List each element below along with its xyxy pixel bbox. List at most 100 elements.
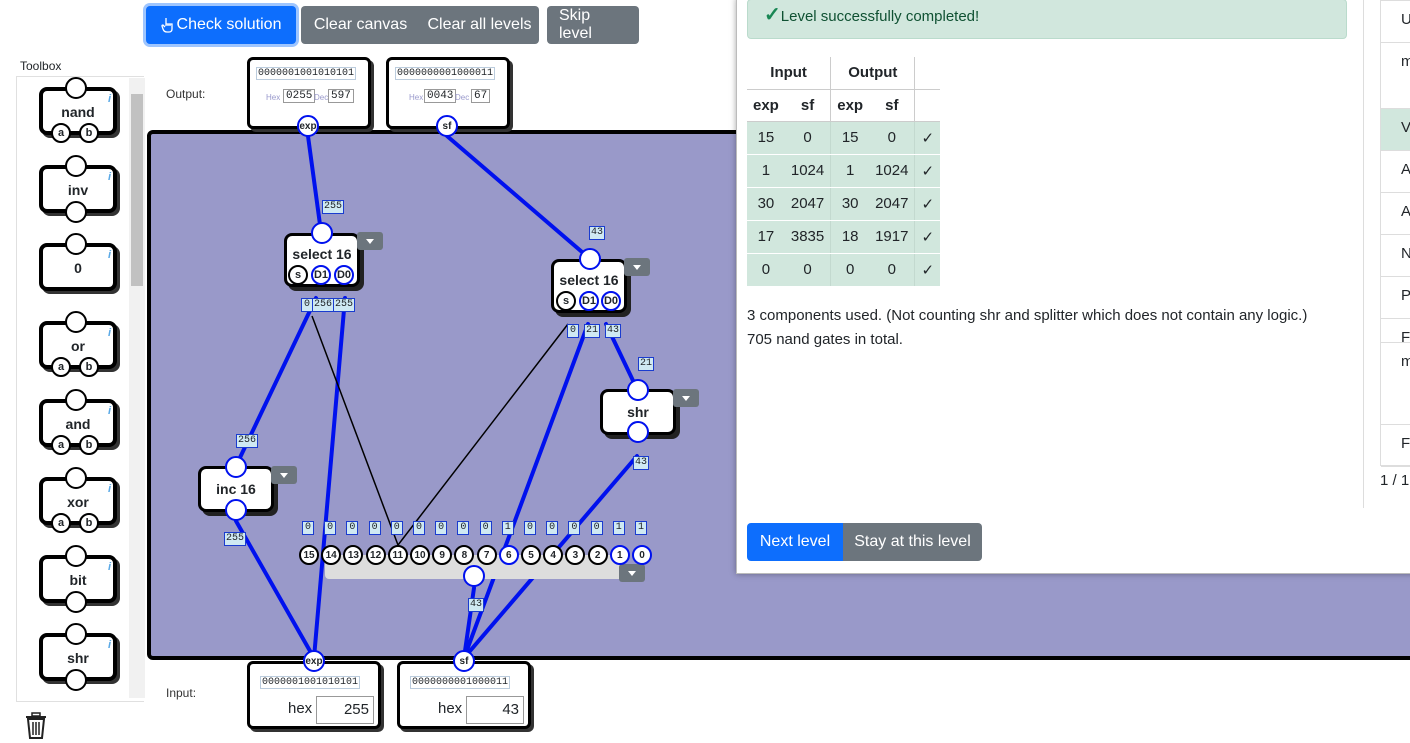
table-group-output: Output xyxy=(830,57,916,90)
info-icon[interactable]: i xyxy=(107,483,111,495)
level-list-item-label: F xyxy=(1401,435,1410,452)
output-sf-dec: 67 xyxy=(471,89,491,103)
splitter-bit-pin[interactable]: 4 xyxy=(543,545,564,565)
trash-icon[interactable] xyxy=(24,712,48,740)
splitter-bit-pin[interactable]: 2 xyxy=(587,545,608,565)
splitter-bit-pin[interactable]: 12 xyxy=(365,545,386,565)
level-list-item-label: U xyxy=(1401,11,1410,28)
splitter-dropdown[interactable] xyxy=(619,564,645,582)
table-cell: 17 xyxy=(747,220,785,254)
inc16-input-pin[interactable] xyxy=(225,499,247,521)
select16-left-output-pin[interactable] xyxy=(311,222,333,244)
inc16-name: inc 16 xyxy=(216,481,256,497)
toolbox-title: Toolbox xyxy=(20,59,62,73)
splitter-bit-pin[interactable]: 7 xyxy=(476,545,497,565)
select16-right-pin-d1[interactable]: D1 xyxy=(579,291,599,311)
select16-right-dropdown[interactable] xyxy=(624,258,650,276)
shr-output-pin[interactable] xyxy=(627,421,649,443)
splitter-bit-pin[interactable]: 3 xyxy=(565,545,586,565)
info-icon[interactable]: i xyxy=(107,561,111,573)
level-list-item[interactable]: m xyxy=(1381,43,1410,109)
splitter-bit-pin[interactable]: 15 xyxy=(299,545,319,565)
bit-value-label: 0 xyxy=(568,521,581,535)
divider xyxy=(1363,0,1364,508)
next-level-button[interactable]: Next level xyxy=(747,523,843,561)
select16-left-pin-s[interactable]: s xyxy=(288,265,308,285)
info-icon[interactable]: i xyxy=(107,639,111,651)
level-list-item[interactable]: N xyxy=(1381,235,1410,277)
info-icon[interactable]: i xyxy=(107,327,111,339)
clear-canvas-button[interactable]: Clear canvas xyxy=(313,16,408,33)
stay-level-button[interactable]: Stay at this level xyxy=(843,523,982,561)
level-list-item[interactable]: V xyxy=(1381,109,1410,151)
toolbox-input-pin: a xyxy=(51,513,71,533)
info-icon[interactable]: i xyxy=(107,405,111,417)
input-exp-bits[interactable]: 0000001001010101 xyxy=(260,676,361,689)
hand-pointer-icon xyxy=(160,18,173,33)
level-list-item-label: m xyxy=(1401,53,1410,70)
splitter-bit-pin[interactable]: 1 xyxy=(609,545,630,565)
toolbox-scrollbar-thumb[interactable] xyxy=(131,94,143,286)
toolbox-output-pin xyxy=(65,155,87,177)
info-icon[interactable]: i xyxy=(107,93,111,105)
toolbox-output-pin xyxy=(65,77,87,99)
input-label: Input: xyxy=(166,686,197,700)
splitter-bit-pin[interactable]: 6 xyxy=(498,545,519,565)
pass-check-icon: ✓ xyxy=(914,220,941,254)
skip-level-button[interactable]: Skip level xyxy=(547,6,639,44)
check-solution-button[interactable]: Check solution xyxy=(146,6,296,44)
level-list-item[interactable]: A xyxy=(1381,193,1410,235)
select16-right-output-pin[interactable] xyxy=(579,248,601,270)
splitter-bit-pin[interactable]: 5 xyxy=(521,545,541,565)
toolbox-output-pin xyxy=(65,311,87,333)
output-exp-bits[interactable]: 0000001001010101 xyxy=(256,67,357,80)
splitter-bit-pin[interactable]: 11 xyxy=(387,545,408,565)
level-list-item[interactable]: P xyxy=(1381,277,1410,319)
toolbox-output-pin xyxy=(65,389,87,411)
output-exp-pin[interactable]: exp xyxy=(297,115,319,137)
select16-left-pin-d0[interactable]: D0 xyxy=(334,265,354,285)
bit-value-label: 0 xyxy=(390,521,403,535)
shr-dropdown[interactable] xyxy=(673,389,699,407)
table-header: exp xyxy=(747,89,785,122)
level-list-item[interactable]: A xyxy=(1381,151,1410,193)
input-sf-bits[interactable]: 0000000001000011 xyxy=(410,676,511,689)
splitter-bit-pin[interactable]: 14 xyxy=(321,545,342,565)
bit-value-label: 0 xyxy=(524,521,536,535)
input-sf-hex-field[interactable]: 43 xyxy=(466,696,524,724)
level-list-item[interactable]: F xyxy=(1381,319,1410,346)
output-exp-dec: 597 xyxy=(328,89,354,103)
input-exp-hex-field[interactable]: 255 xyxy=(316,696,374,724)
info-icon[interactable]: i xyxy=(107,171,111,183)
info-icon[interactable]: i xyxy=(107,249,111,261)
splitter-bit-pin[interactable]: 0 xyxy=(632,545,652,565)
toolbox-item-label: xor xyxy=(67,494,89,510)
select16-right-pin-s[interactable]: s xyxy=(556,291,576,311)
output-sf-pin[interactable]: sf xyxy=(436,115,458,137)
level-list-item[interactable]: U xyxy=(1381,1,1410,43)
input-sf-box[interactable]: 0000000001000011 hex 43 xyxy=(397,661,531,729)
level-list-item[interactable]: m xyxy=(1381,343,1410,425)
select16-right-pin-d0[interactable]: D0 xyxy=(601,291,621,311)
clear-all-levels-button[interactable]: Clear all levels xyxy=(427,16,532,33)
splitter-bit-pin[interactable]: 10 xyxy=(410,545,430,565)
select16-right-name: select 16 xyxy=(559,272,619,288)
level-list-item[interactable]: F xyxy=(1381,425,1410,467)
table-cell: 0 xyxy=(747,253,785,287)
select16-left-dropdown[interactable] xyxy=(357,232,383,250)
splitter-bit-pin[interactable]: 9 xyxy=(432,545,453,565)
clear-button-group: Clear canvas Clear all levels xyxy=(301,6,539,44)
output-sf-bits[interactable]: 0000000001000011 xyxy=(395,67,496,80)
input-exp-pin[interactable]: exp xyxy=(303,650,325,672)
select16-left-pin-d1[interactable]: D1 xyxy=(311,265,331,285)
inc16-dropdown[interactable] xyxy=(271,466,297,484)
input-sf-pin[interactable]: sf xyxy=(453,650,475,672)
splitter-bit-pin[interactable]: 13 xyxy=(343,545,364,565)
splitter-bit-pin[interactable]: 8 xyxy=(454,545,475,565)
wire-value-label: 256 xyxy=(236,434,259,448)
inc16-output-pin[interactable] xyxy=(225,456,247,478)
shr-input-pin[interactable] xyxy=(627,379,649,401)
bit-value-label: 0 xyxy=(368,521,381,535)
splitter-input-pin[interactable] xyxy=(463,565,485,587)
